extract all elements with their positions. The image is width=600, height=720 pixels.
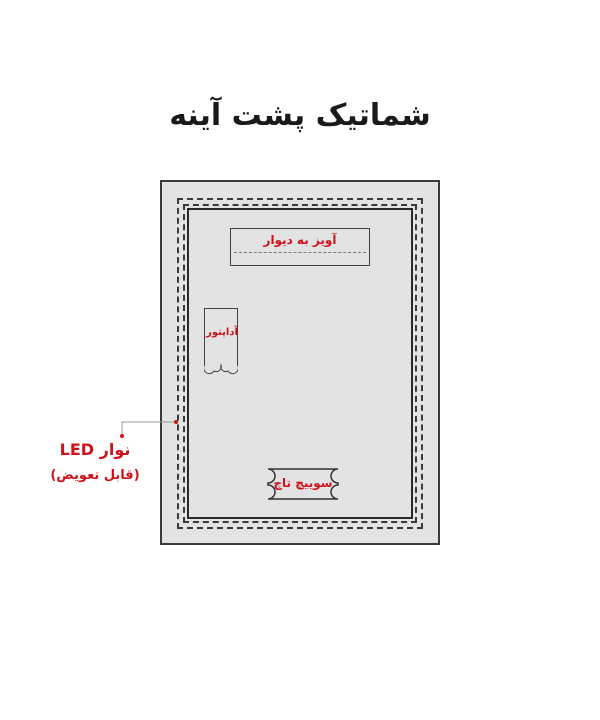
adapter-box: آداپتور <box>204 308 238 360</box>
hanger-dashed-line <box>234 252 366 253</box>
touch-switch: سوییچ تاچ <box>260 468 346 500</box>
wall-hanger-bracket: آویز به دیوار <box>230 228 370 266</box>
mirror-back-panel: آویز به دیوار آداپتور سوییچ تاچ <box>160 180 440 545</box>
page-title: شماتیک پشت آینه <box>169 98 431 133</box>
wall-hanger-label: آویز به دیوار <box>263 233 337 247</box>
adapter-label: آداپتور <box>206 327 238 338</box>
led-strip-label: نوار LED <box>59 440 131 459</box>
touch-switch-label: سوییچ تاچ <box>273 476 333 490</box>
led-strip-inner-dash <box>183 204 417 523</box>
touch-switch-shape <box>267 468 339 500</box>
led-replaceable-label: (قابل تعویض) <box>50 468 140 483</box>
led-strip-outer-dash <box>177 198 423 529</box>
adapter-connector-icon <box>204 359 238 375</box>
inner-frame <box>187 208 413 519</box>
